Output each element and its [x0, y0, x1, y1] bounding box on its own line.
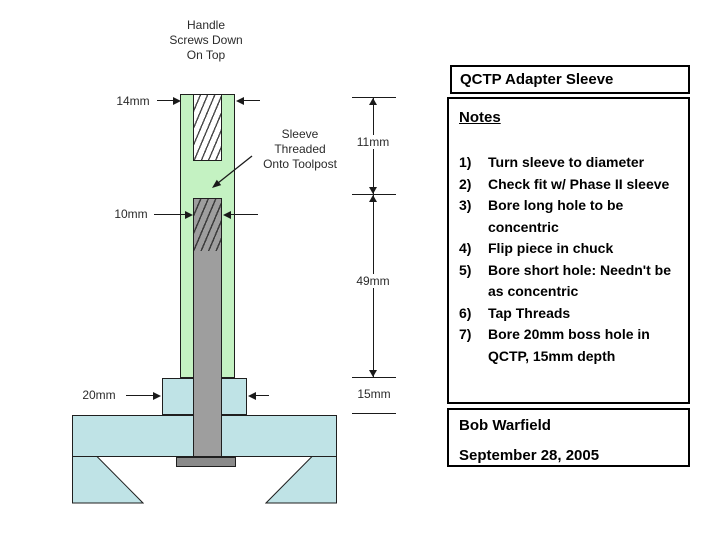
dim-arrowhead	[185, 211, 193, 219]
dim-arrowhead	[223, 211, 231, 219]
dim-arrowhead	[236, 97, 244, 105]
dim-14mm-label: 14mm	[116, 94, 150, 108]
dim-line	[255, 395, 269, 396]
drawing-title: QCTP Adapter Sleeve	[460, 71, 614, 88]
sleeve-threaded-label: Sleeve Threaded Onto Toolpost	[263, 127, 337, 171]
note-item: 2) Check fit w/ Phase II sleeve	[459, 175, 670, 192]
notes-box: Notes 1) Turn sleeve to diameter 2) Chec…	[447, 97, 690, 404]
drawing-date: September 28, 2005	[459, 447, 600, 464]
dim-line	[157, 100, 174, 101]
dim-arrowhead	[173, 97, 181, 105]
note-item: 5) Bore short hole: Needn't be as concen…	[459, 261, 672, 300]
handle-thread-bore	[193, 94, 222, 161]
note-item: 6) Tap Threads	[459, 304, 571, 321]
note-item: 1) Turn sleeve to diameter	[459, 154, 645, 170]
note-item: 7) Bore 20mm boss hole in QCTP, 15mm dep…	[459, 326, 650, 364]
extension-tick	[352, 97, 396, 98]
dim-49mm-label: 49mm	[347, 274, 399, 288]
dim-line	[126, 395, 154, 396]
dim-arrowhead	[369, 195, 377, 202]
credit-box: Bob Warfield September 28, 2005	[447, 408, 690, 467]
dim-line	[230, 214, 258, 215]
dim-11mm-label: 11mm	[347, 135, 399, 149]
extension-tick	[352, 377, 396, 378]
dim-arrowhead	[369, 98, 377, 105]
dim-20mm-label: 20mm	[82, 388, 116, 402]
dim-arrowhead	[153, 392, 161, 400]
dim-10mm-label: 10mm	[114, 207, 148, 221]
extension-tick	[352, 194, 396, 195]
handle-label: Handle Screws Down On Top	[169, 18, 243, 62]
drawing-title-box: QCTP Adapter Sleeve	[450, 65, 690, 94]
notes-list: 1) Turn sleeve to diameter 2) Check fit …	[459, 152, 680, 367]
dim-line	[154, 214, 186, 215]
note-item: 3) Bore long hole to be concentric	[459, 197, 624, 235]
dim-15mm-label: 15mm	[357, 387, 391, 401]
toolpost-stud	[193, 198, 222, 457]
leader-arrow	[212, 155, 253, 188]
dovetail-right	[265, 456, 337, 504]
note-item: 4) Flip piece in chuck	[459, 240, 614, 256]
dim-arrowhead	[369, 187, 377, 194]
dim-arrowhead	[248, 392, 256, 400]
notes-heading: Notes	[459, 109, 501, 126]
stud-threads	[194, 199, 221, 251]
dim-arrowhead	[369, 370, 377, 377]
stud-flange	[176, 457, 236, 467]
extension-tick	[352, 413, 396, 414]
dim-line	[243, 100, 260, 101]
author-name: Bob Warfield	[459, 417, 551, 434]
dovetail-left	[72, 456, 144, 504]
